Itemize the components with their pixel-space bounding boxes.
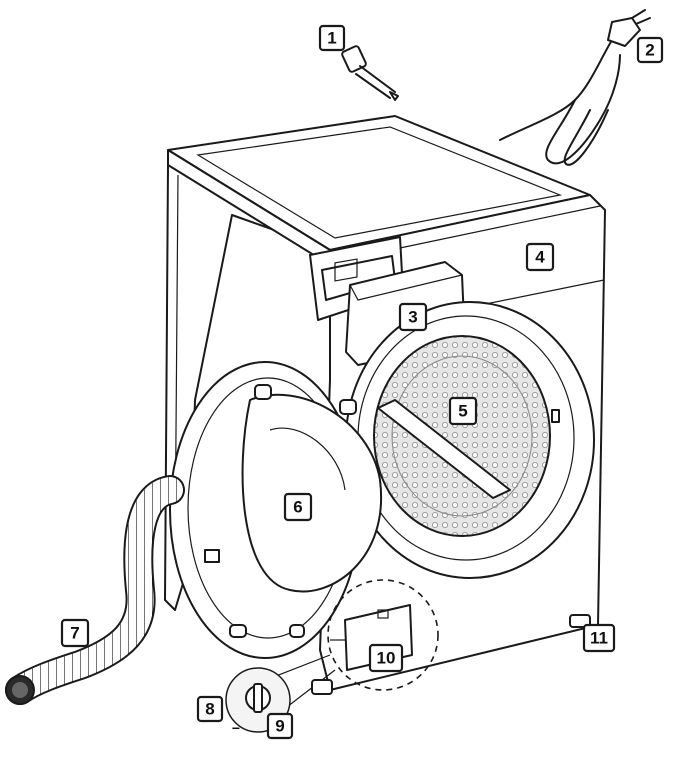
svg-text:7: 7 — [70, 624, 79, 643]
callout-6: 6 — [283, 492, 313, 522]
callout-5: 5 — [448, 396, 478, 426]
svg-text:3: 3 — [408, 308, 417, 327]
svg-text:9: 9 — [275, 717, 284, 736]
svg-text:10: 10 — [377, 649, 396, 668]
callout-7: 7 — [60, 618, 90, 648]
minus-icon: − — [232, 720, 240, 736]
callout-4: 4 — [525, 242, 555, 272]
callout-9: 9 — [266, 712, 294, 740]
svg-text:1: 1 — [327, 29, 336, 48]
adjustable-feet — [311, 614, 591, 695]
callout-2: 2 — [636, 36, 664, 64]
callout-11: 11 — [582, 623, 616, 653]
power-cord — [499, 9, 651, 166]
svg-text:2: 2 — [645, 41, 654, 60]
drum-area — [345, 301, 595, 579]
drain-hose — [5, 475, 185, 705]
callout-10: 10 — [368, 643, 404, 673]
svg-text:5: 5 — [458, 402, 467, 421]
shipping-bolt — [341, 45, 399, 101]
callout-8: 8 — [196, 695, 224, 723]
door — [169, 361, 383, 659]
svg-text:11: 11 — [590, 629, 608, 648]
svg-text:8: 8 — [205, 700, 214, 719]
svg-text:6: 6 — [293, 498, 302, 517]
callout-1: 1 — [318, 24, 346, 52]
callout-3: 3 — [398, 302, 428, 332]
svg-text:4: 4 — [535, 248, 545, 267]
